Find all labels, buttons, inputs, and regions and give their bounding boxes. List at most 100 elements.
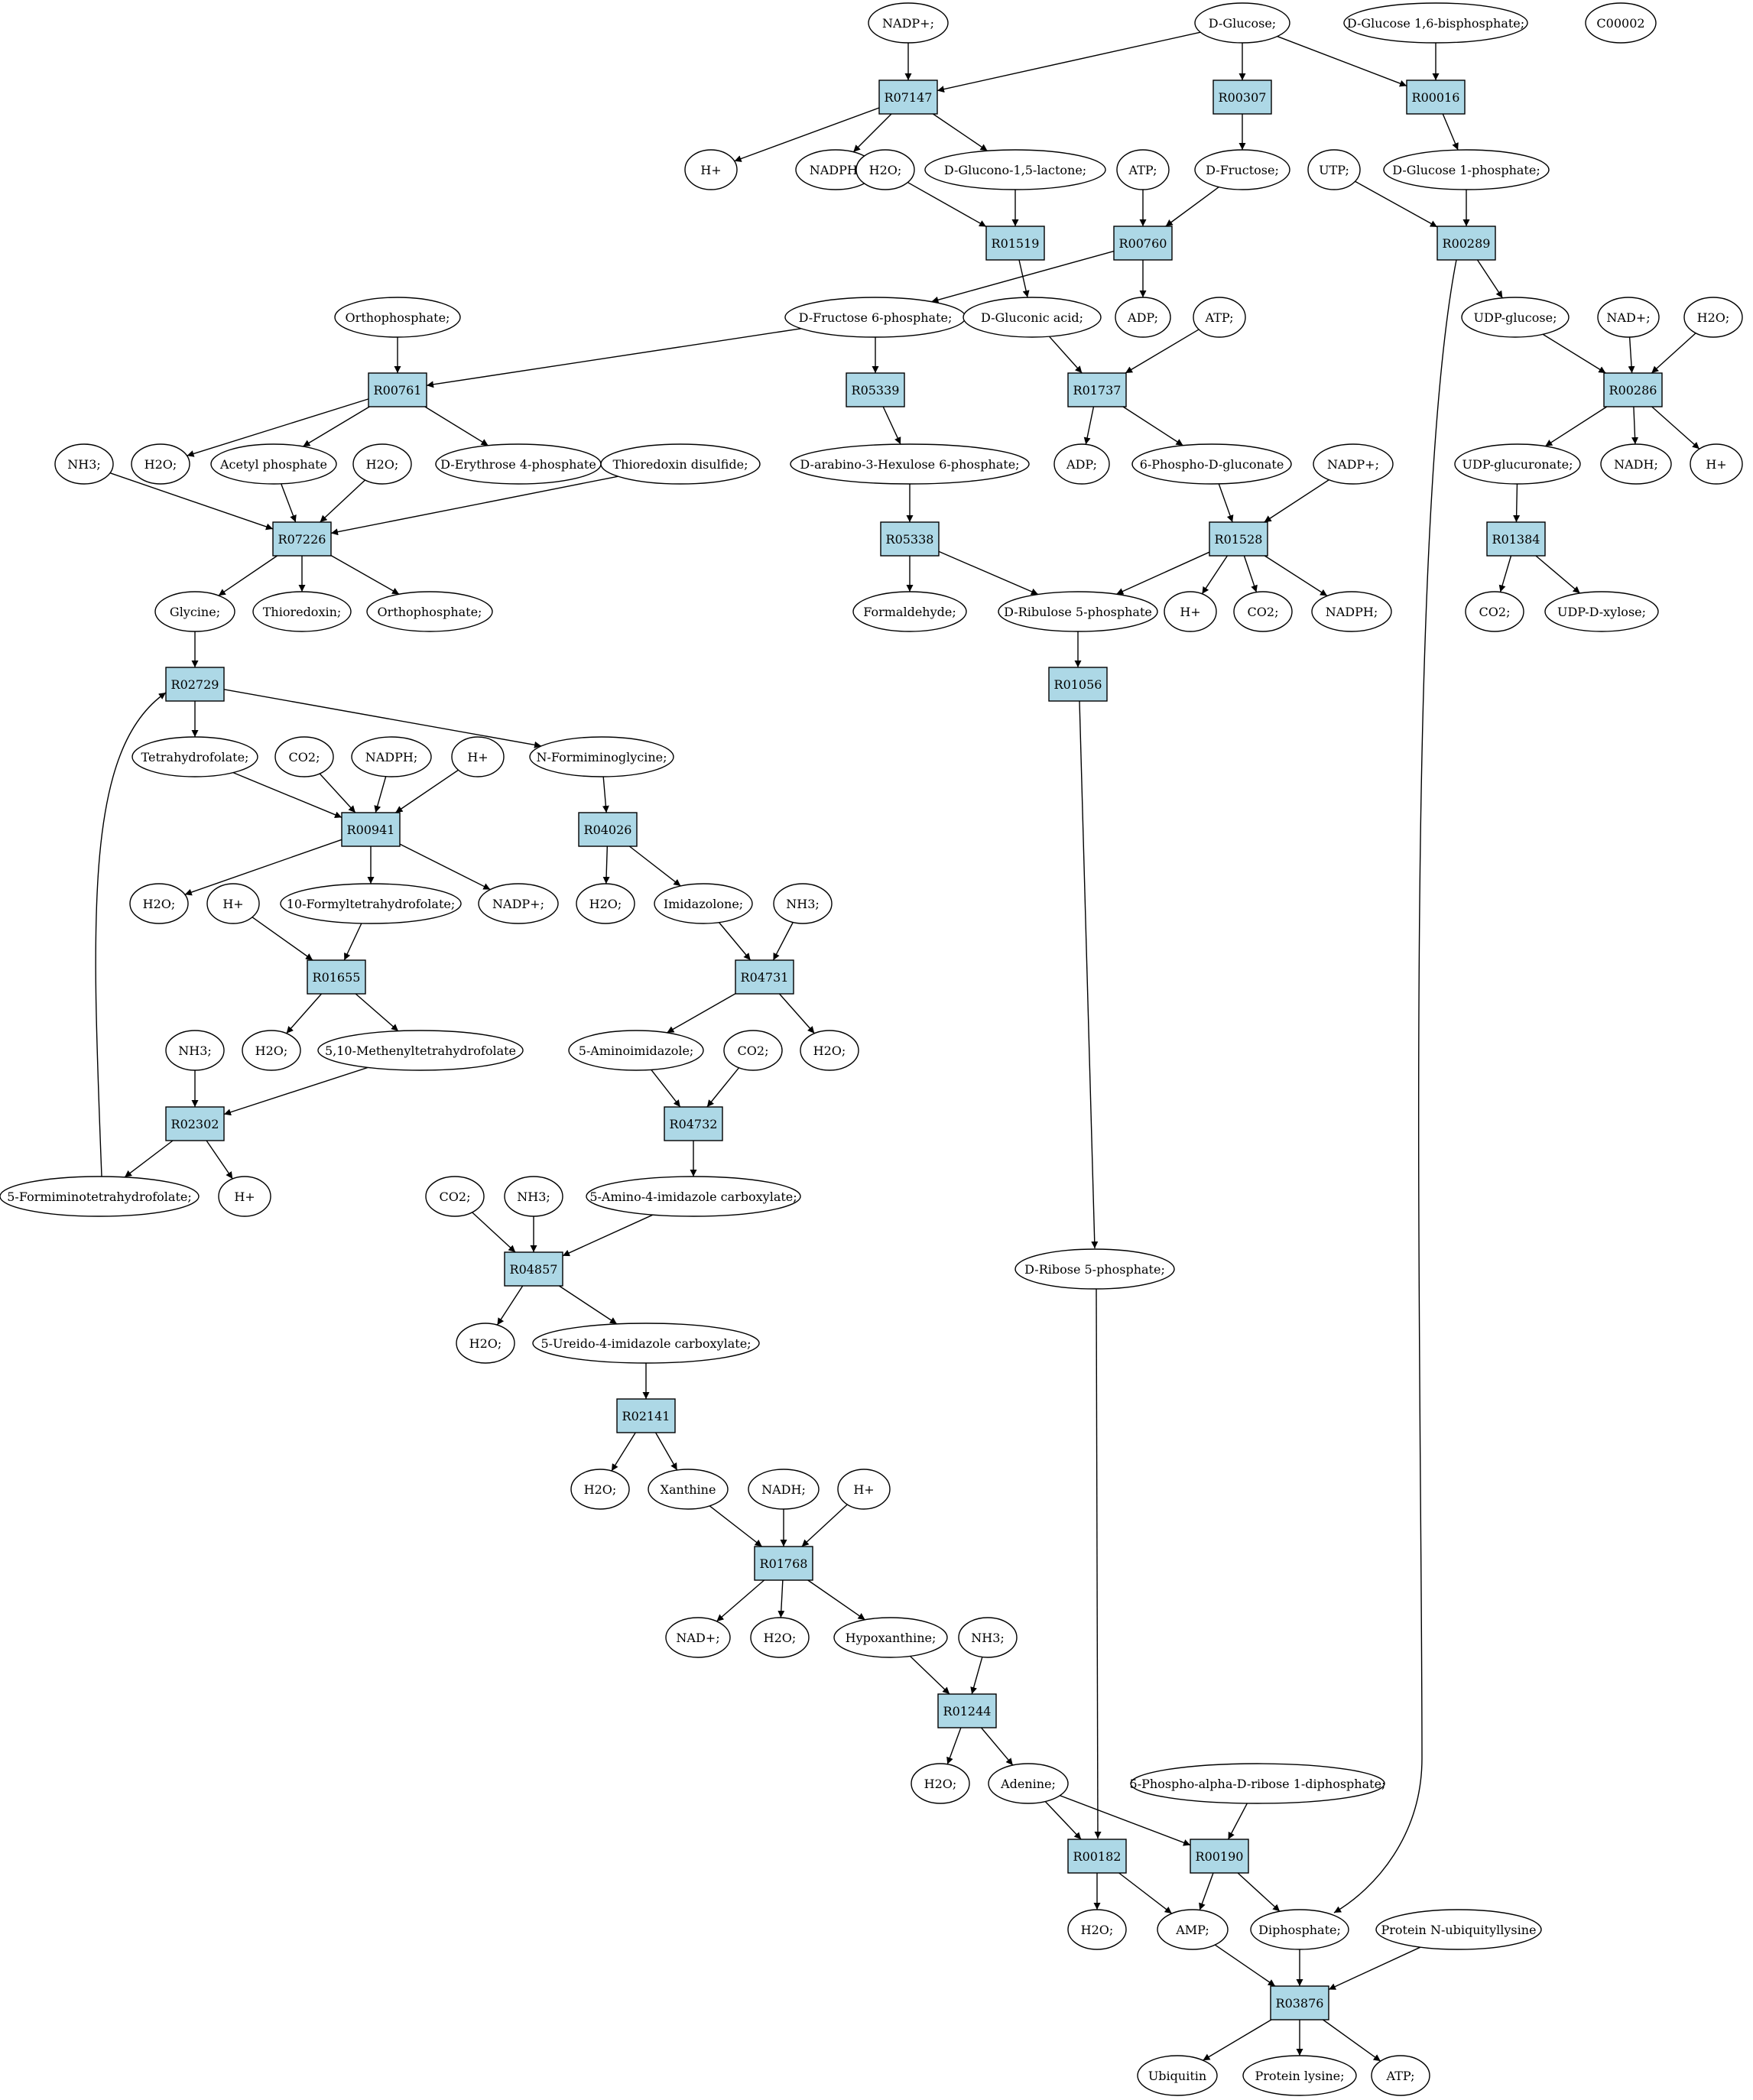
compound-node-c_atp1[interactable]: ATP; (1116, 149, 1170, 190)
compound-node-c_nadp3[interactable]: NAD+; (665, 1617, 731, 1658)
reaction-node-r_R00016[interactable]: R00016 (1406, 80, 1466, 115)
compound-node-c_protlys[interactable]: Protein lysine; (1242, 2055, 1357, 2096)
compound-node-c_hp1[interactable]: H+ (684, 149, 738, 190)
compound-node-c_h2o1[interactable]: H2O; (855, 149, 915, 190)
reaction-node-r_R01244[interactable]: R01244 (937, 1693, 997, 1728)
reaction-node-r_R00190[interactable]: R00190 (1190, 1839, 1249, 1874)
reaction-node-r_R01056[interactable]: R01056 (1048, 667, 1108, 702)
compound-node-c_h2o13[interactable]: H2O; (1067, 1909, 1127, 1950)
compound-node-c_nh3_2[interactable]: NH3; (773, 883, 833, 924)
compound-node-c_h2o9[interactable]: H2O; (456, 1323, 515, 1364)
compound-node-c_adenine[interactable]: Adenine; (988, 1763, 1069, 1804)
compound-node-c_thioredoxin[interactable]: Thioredoxin; (252, 591, 352, 632)
reaction-node-r_R05339[interactable]: R05339 (846, 372, 905, 407)
compound-node-c_c00002[interactable]: C00002 (1585, 2, 1657, 44)
compound-node-c_acetylp[interactable]: Acetyl phosphate (210, 443, 337, 485)
reaction-node-r_R00289[interactable]: R00289 (1436, 226, 1496, 261)
compound-node-c_amp[interactable]: AMP; (1157, 1909, 1229, 1950)
compound-node-c_utp[interactable]: UTP; (1307, 149, 1361, 190)
compound-node-c_udpglc[interactable]: UDP-glucose; (1461, 297, 1570, 338)
compound-node-c_gluconic[interactable]: D-Gluconic acid; (963, 297, 1102, 338)
reaction-node-r_R07147[interactable]: R07147 (878, 80, 938, 115)
compound-node-c_glucose[interactable]: D-Glucose; (1194, 2, 1290, 44)
reaction-node-r_R00941[interactable]: R00941 (341, 812, 401, 847)
compound-node-c_nadpp1[interactable]: NADP+; (868, 2, 949, 44)
compound-node-c_thioredds[interactable]: Thioredoxin disulfide; (600, 443, 761, 485)
compound-node-c_nadph2[interactable]: NADPH; (1311, 591, 1392, 632)
compound-node-c_adp2[interactable]: ADP; (1053, 443, 1110, 485)
reaction-node-r_R04732[interactable]: R04732 (664, 1106, 723, 1141)
reaction-node-r_R04026[interactable]: R04026 (578, 812, 638, 847)
compound-node-c_f6p[interactable]: D-Fructose 6-phosphate; (784, 297, 966, 338)
compound-node-c_nadp2[interactable]: NAD+; (1597, 297, 1660, 338)
reaction-node-r_R01768[interactable]: R01768 (754, 1546, 813, 1581)
reaction-node-r_R01528[interactable]: R01528 (1209, 521, 1268, 557)
reaction-node-r_R03876[interactable]: R03876 (1270, 1985, 1329, 2020)
compound-node-c_glucono[interactable]: D-Glucono-1,5-lactone; (924, 149, 1106, 190)
compound-node-c_5formthf[interactable]: 5-Formiminotetrahydrofolate; (0, 1176, 200, 1217)
compound-node-c_udpxyl[interactable]: UDP-D-xylose; (1544, 591, 1659, 632)
reaction-node-r_R00761[interactable]: R00761 (368, 372, 427, 407)
compound-node-c_ubiquitin[interactable]: Ubiquitin (1137, 2055, 1218, 2096)
compound-node-c_h2o6[interactable]: H2O; (576, 883, 635, 924)
compound-node-c_nadpp4[interactable]: NADP+; (478, 883, 559, 924)
reaction-node-r_R02729[interactable]: R02729 (165, 667, 225, 702)
compound-node-c_nadph3[interactable]: NADPH; (351, 736, 432, 777)
compound-node-c_orthop2[interactable]: Orthophosphate; (366, 591, 493, 632)
compound-node-c_hp6[interactable]: H+ (218, 1176, 271, 1217)
compound-node-c_fructose[interactable]: D-Fructose; (1194, 149, 1290, 190)
compound-node-c_xanthine[interactable]: Xanthine (648, 1469, 729, 1510)
compound-node-c_co2_1[interactable]: CO2; (1233, 591, 1293, 632)
reaction-node-r_R04731[interactable]: R04731 (735, 959, 794, 995)
compound-node-c_g1p[interactable]: D-Glucose 1-phosphate; (1383, 149, 1550, 190)
compound-node-c_nadh2[interactable]: NADH; (748, 1469, 820, 1510)
compound-node-c_nadph1[interactable]: NADPH; (795, 149, 876, 190)
compound-node-c_10fthf[interactable]: 10-Formyltetrahydrofolate; (280, 883, 462, 924)
compound-node-c_5u4ic[interactable]: 5-Ureido-4-imidazole carboxylate; (532, 1323, 760, 1364)
reaction-node-r_R01655[interactable]: R01655 (307, 959, 366, 995)
compound-node-c_atp2[interactable]: ATP; (1193, 297, 1246, 338)
compound-node-c_h2o3[interactable]: H2O; (131, 443, 190, 485)
reaction-node-r_R00182[interactable]: R00182 (1067, 1839, 1127, 1874)
compound-node-c_h2o5[interactable]: H2O; (129, 883, 189, 924)
reaction-node-r_R01519[interactable]: R01519 (985, 226, 1045, 261)
compound-node-c_h2o10[interactable]: H2O; (570, 1469, 630, 1510)
compound-node-c_co2_2[interactable]: CO2; (1465, 591, 1524, 632)
compound-node-c_co2_4[interactable]: CO2; (723, 1030, 783, 1071)
compound-node-c_co2_5[interactable]: CO2; (425, 1176, 485, 1217)
compound-node-c_nadh1[interactable]: NADH; (1600, 443, 1672, 485)
reaction-node-r_R02141[interactable]: R02141 (616, 1398, 676, 1433)
compound-node-c_h2o11[interactable]: H2O; (750, 1617, 810, 1658)
compound-node-c_hp2[interactable]: H+ (1690, 443, 1743, 485)
compound-node-c_nh3_4[interactable]: NH3; (504, 1176, 563, 1217)
compound-node-c_nh3_5[interactable]: NH3; (958, 1617, 1018, 1658)
compound-node-c_nh3_3[interactable]: NH3; (165, 1030, 225, 1071)
compound-node-c_hp4[interactable]: H+ (451, 736, 505, 777)
compound-node-c_methenylthf[interactable]: 5,10-Methenyltetrahydrofolate (317, 1030, 524, 1071)
compound-node-c_orthop1[interactable]: Orthophosphate; (334, 297, 461, 338)
compound-node-c_thf[interactable]: Tetrahydrofolate; (131, 736, 258, 777)
compound-node-c_glycine[interactable]: Glycine; (154, 591, 235, 632)
compound-node-c_h2o12[interactable]: H2O; (911, 1763, 970, 1804)
reaction-node-r_R05338[interactable]: R05338 (880, 521, 940, 557)
reaction-node-r_R00307[interactable]: R00307 (1212, 80, 1272, 115)
compound-node-c_h2o7[interactable]: H2O; (242, 1030, 301, 1071)
reaction-node-r_R00760[interactable]: R00760 (1113, 226, 1173, 261)
reaction-node-r_R01384[interactable]: R01384 (1486, 521, 1546, 557)
compound-node-c_e4p[interactable]: D-Erythrose 4-phosphate (435, 443, 602, 485)
compound-node-c_diphosphate[interactable]: Diphosphate; (1250, 1909, 1349, 1950)
reaction-node-r_R02302[interactable]: R02302 (165, 1106, 225, 1141)
compound-node-c_hp5[interactable]: H+ (206, 883, 260, 924)
compound-node-c_h2o4[interactable]: H2O; (352, 443, 412, 485)
compound-node-c_co2_3[interactable]: CO2; (274, 736, 334, 777)
reaction-node-r_R01737[interactable]: R01737 (1067, 372, 1127, 407)
compound-node-c_6pg[interactable]: 6-Phospho-D-gluconate (1131, 443, 1292, 485)
compound-node-c_nformgly[interactable]: N-Formiminoglycine; (529, 736, 674, 777)
reaction-node-r_R07226[interactable]: R07226 (272, 521, 332, 557)
compound-node-c_nh3_1[interactable]: NH3; (54, 443, 114, 485)
compound-node-c_protubk[interactable]: Protein N-ubiquityllysine (1375, 1909, 1542, 1950)
reaction-node-r_R00286[interactable]: R00286 (1603, 372, 1663, 407)
compound-node-c_5a4ic[interactable]: 5-Amino-4-imidazole carboxylate; (586, 1176, 801, 1217)
compound-node-c_hp3[interactable]: H+ (1164, 591, 1217, 632)
compound-node-c_adp1[interactable]: ADP; (1115, 297, 1171, 338)
